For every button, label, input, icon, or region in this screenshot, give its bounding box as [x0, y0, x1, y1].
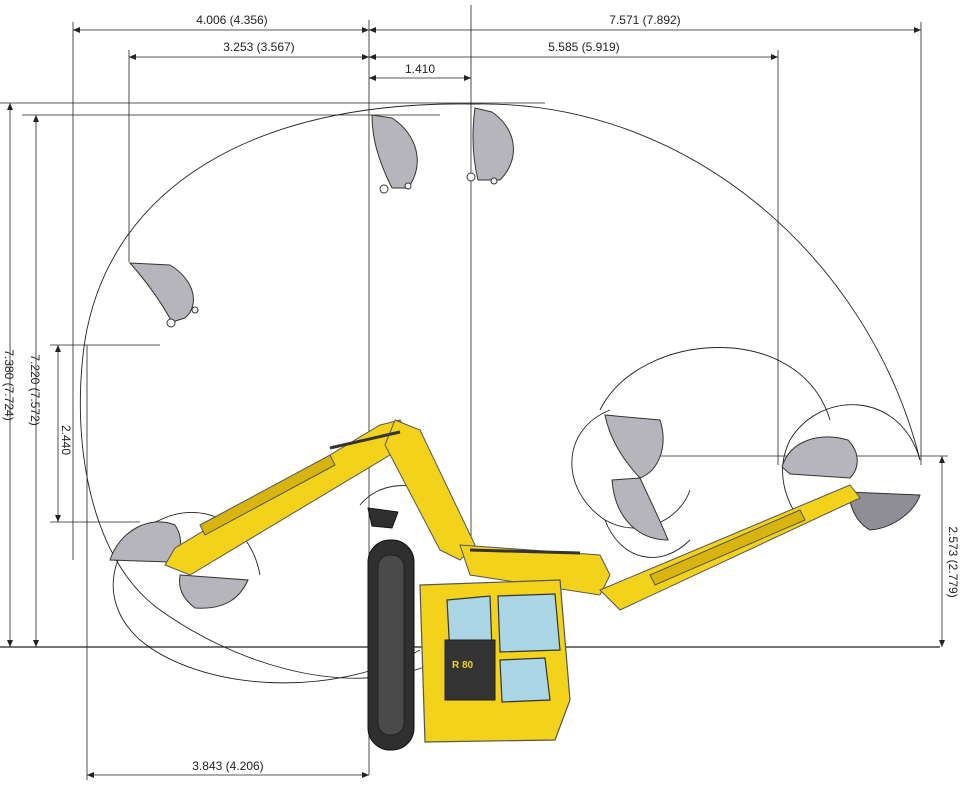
model-badge: R 80 [452, 660, 474, 671]
bucket-right-3 [781, 436, 858, 479]
dim-top-left-label: 4.006 (4.356) [196, 13, 267, 27]
bucket-top-center [371, 114, 418, 194]
bucket-left-high [128, 262, 199, 328]
bucket-positions [109, 107, 921, 609]
bucket-cab-stowed [367, 507, 399, 529]
dim-bottom-width-label: 3.843 (4.206) [192, 759, 263, 773]
boom-arm-assembly [164, 419, 861, 611]
dimension-lines: 4.006 (4.356) 7.571 (7.892) 3.253 (3.567… [0, 5, 960, 780]
bucket-top-right [466, 107, 514, 185]
cab-door-panel [444, 639, 496, 701]
carrier-track [367, 539, 415, 751]
bucket-right-1 [604, 414, 664, 479]
cab-front-window [497, 593, 561, 653]
dim-right-height-label: 2.573 (2.779) [946, 526, 960, 597]
dim-left-outer-height-label: 7.380 (7.724) [2, 349, 16, 420]
bucket-left-low-2 [179, 574, 249, 609]
dim-left-small-height-label: 2.440 [59, 425, 73, 455]
bucket-right-far [847, 491, 921, 531]
dim-center-offset-label: 1.410 [405, 62, 435, 76]
operator-cab: R 80 [419, 579, 571, 743]
dim-top-right-label: 7.571 (7.892) [609, 13, 680, 27]
dim-mid-right-label: 5.585 (5.919) [548, 40, 619, 54]
dim-left-inner-height-label: 7.220 (7.572) [28, 354, 42, 425]
cab-lower-window [499, 657, 551, 703]
bucket-right-2 [611, 477, 669, 541]
dim-mid-left-label: 3.253 (3.567) [223, 40, 294, 54]
